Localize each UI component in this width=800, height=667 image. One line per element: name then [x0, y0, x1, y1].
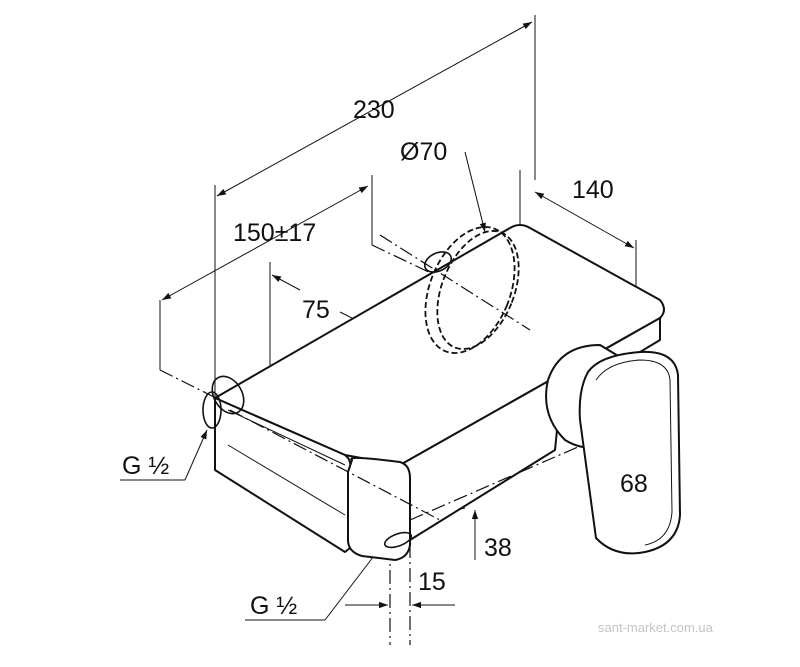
- dimension-overall-length: 230: [353, 96, 395, 124]
- watermark: sant-market.com.ua: [598, 620, 714, 635]
- thread-connectors: [202, 251, 453, 549]
- dimension-inlet-spacing: 150±17: [233, 219, 316, 247]
- dimension-depth: 140: [572, 176, 614, 204]
- thread-label-inlet: G ½: [122, 452, 169, 480]
- dimension-handle-height: 68: [620, 470, 648, 498]
- dimension-diameter: Ø70: [400, 138, 447, 166]
- dimension-outlet-height: 38: [484, 534, 512, 562]
- dimension-outlet-offset: 15: [418, 568, 446, 596]
- lever-handle: [545, 344, 681, 555]
- diverter-outline: [424, 226, 520, 354]
- thread-label-outlet: G ½: [250, 592, 297, 620]
- dimension-inlet-offset: 75: [302, 296, 330, 324]
